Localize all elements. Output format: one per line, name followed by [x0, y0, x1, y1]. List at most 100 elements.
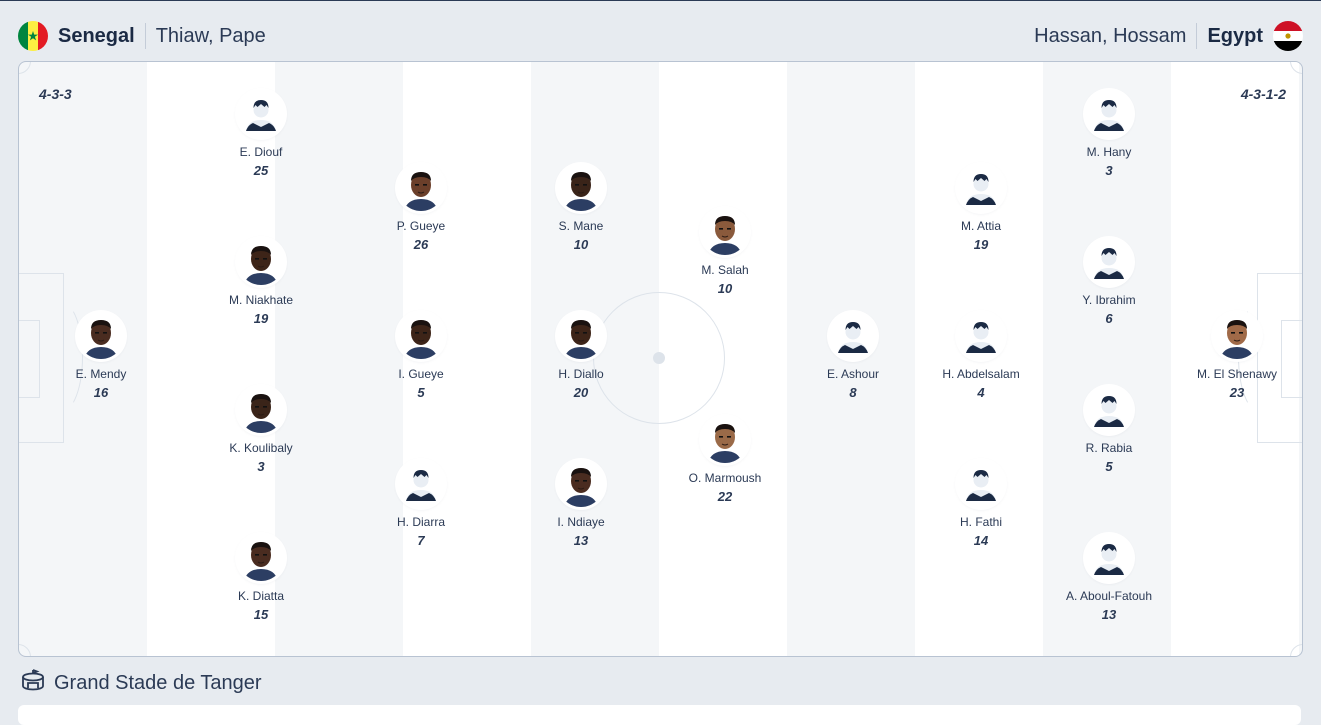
player-number: 13 [573, 533, 589, 548]
home-formation: 4-3-3 [39, 86, 72, 102]
player-photo [238, 387, 284, 433]
player-photo [702, 209, 748, 256]
player-photo [238, 535, 284, 581]
player-name: H. Diallo [558, 367, 604, 381]
player-number: 3 [257, 459, 265, 474]
player-silhouette-icon [238, 91, 284, 137]
away-formation: 4-3-1-2 [1240, 86, 1286, 102]
player-number: 5 [417, 385, 425, 400]
player-number: 10 [717, 281, 733, 297]
home-coach-name[interactable]: Thiaw, Pape [155, 24, 266, 47]
next-card [18, 705, 1301, 725]
player-photo [558, 461, 604, 507]
away-team-header: Hassan, Hossam Egypt [1034, 14, 1303, 58]
player-card[interactable]: E. Ashour 8 [793, 313, 913, 400]
player-photo [398, 165, 444, 211]
player-name: O. Marmoush [688, 470, 762, 485]
player-number: 16 [93, 385, 109, 400]
player-name: A. Aboul-Fatouh [1065, 589, 1153, 603]
player-number: 26 [413, 237, 429, 252]
player-name: Y. Ibrahim [1082, 293, 1136, 307]
player-silhouette-icon [958, 461, 1004, 507]
player-card[interactable]: M. Salah 10 [665, 209, 785, 296]
player-card[interactable]: E. Mendy 16 [41, 313, 161, 400]
player-number: 7 [417, 533, 425, 548]
player-name: M. Attia [960, 219, 1001, 233]
player-number: 25 [253, 163, 269, 178]
senegal-flag-icon [18, 21, 48, 51]
player-number: 22 [717, 488, 733, 504]
player-number: 20 [573, 385, 589, 400]
player-silhouette-icon [1086, 387, 1132, 433]
player-card[interactable]: H. Diarra 7 [361, 461, 481, 548]
player-number: 19 [253, 311, 269, 326]
stadium-icon [20, 668, 46, 699]
player-card[interactable]: M. El Shenawy 23 [1177, 313, 1297, 400]
venue-name[interactable]: Grand Stade de Tanger [54, 672, 262, 694]
pitch-stripe [915, 62, 1043, 656]
player-number: 23 [1229, 385, 1245, 400]
player-card[interactable]: P. Gueye 26 [361, 165, 481, 252]
home-team-header: Senegal Thiaw, Pape [18, 14, 266, 58]
away-team-name[interactable]: Egypt [1207, 24, 1263, 47]
corner-arc [1290, 644, 1302, 656]
player-card[interactable]: M. Niakhate 19 [201, 239, 321, 326]
player-photo [558, 313, 604, 359]
player-number: 4 [977, 385, 985, 400]
player-silhouette-icon [830, 313, 876, 359]
player-silhouette-icon [398, 461, 444, 507]
player-silhouette-icon [958, 313, 1004, 359]
top-border [0, 0, 1321, 1]
player-card[interactable]: K. Diatta 15 [201, 535, 321, 622]
player-card[interactable]: H. Fathi 14 [921, 461, 1041, 548]
player-card[interactable]: H. Diallo 20 [521, 313, 641, 400]
header-divider [144, 23, 146, 49]
player-number: 6 [1105, 311, 1113, 326]
player-number: 14 [973, 533, 989, 548]
player-name: M. Hany [1086, 145, 1132, 159]
player-name: H. Fathi [959, 515, 1002, 529]
player-card[interactable]: O. Marmoush 22 [665, 416, 785, 504]
player-name: I. Gueye [398, 367, 444, 381]
player-number: 10 [573, 237, 589, 252]
player-card[interactable]: I. Gueye 5 [361, 313, 481, 400]
player-photo [1214, 313, 1260, 359]
corner-arc [19, 644, 31, 656]
venue-row: Grand Stade de Tanger [20, 668, 262, 699]
player-name: M. El Shenawy [1196, 367, 1278, 381]
center-circle [593, 292, 725, 424]
away-coach-name[interactable]: Hassan, Hossam [1034, 24, 1187, 47]
player-name: M. Salah [701, 263, 749, 278]
player-silhouette-icon [958, 165, 1004, 211]
player-name: E. Mendy [75, 367, 127, 381]
left-goal-area [19, 320, 40, 398]
pitch-stripe [403, 62, 531, 656]
player-number: 5 [1105, 459, 1113, 474]
player-number: 15 [253, 607, 269, 622]
player-name: K. Koulibaly [229, 441, 293, 455]
player-number: 8 [849, 385, 857, 400]
home-team-name[interactable]: Senegal [58, 24, 135, 47]
player-photo [238, 239, 284, 285]
header-divider [1196, 23, 1198, 49]
egypt-flag-icon [1273, 21, 1303, 51]
player-card[interactable]: K. Koulibaly 3 [201, 387, 321, 474]
player-name: M. Niakhate [228, 293, 294, 307]
player-name: H. Diarra [396, 515, 445, 529]
corner-arc [19, 62, 31, 74]
player-name: E. Ashour [826, 367, 880, 381]
player-name: K. Diatta [237, 589, 285, 603]
player-silhouette-icon [1086, 239, 1132, 285]
player-card[interactable]: Y. Ibrahim 6 [1049, 239, 1169, 326]
player-name: P. Gueye [396, 219, 446, 233]
player-photo [398, 313, 444, 359]
